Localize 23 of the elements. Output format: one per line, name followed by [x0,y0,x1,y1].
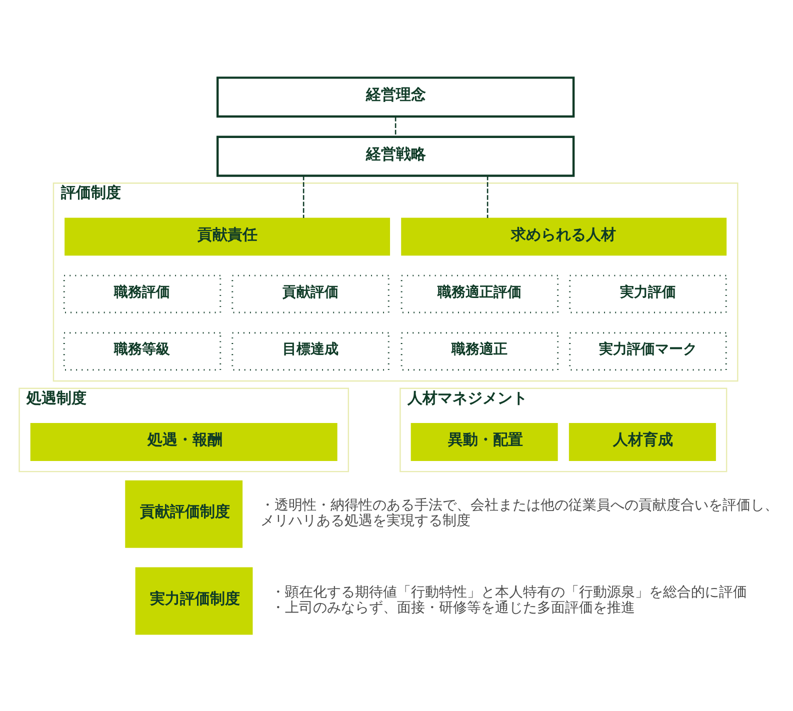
node-box: 貢献評価 [232,274,390,313]
node-box: 目標達成 [232,332,390,370]
connector [486,175,488,218]
node-box: 経営戦略 [216,135,575,176]
node-box: 処遇・報酬 [30,422,338,460]
node-label: ・透明性・納得性のある手法で、会社または他の従業員への貢献度合いを評価し、メリハリある処遇を実現する制度 [260,496,779,529]
node-label: ・上司のみならず、面接・研修等を通じた多面評価を推進 [271,600,636,616]
node-box: 職務適正 [400,332,559,370]
node-box: 貢献評価制度 [125,480,243,548]
node-box: 実力評価マーク [569,332,727,370]
node-box: 求められる人材 [401,217,727,256]
node-box: 実力評価制度 [135,566,253,634]
node-label: ・顕在化する期待値「行動特性」と本人特有の「行動源泉」を総合的に評価 [271,584,748,600]
node-box: 経営理念 [216,76,575,118]
node-box: 人材育成 [568,422,716,460]
connector [302,175,304,218]
node-box: 異動・配置 [410,422,558,460]
node-box: 職務評価 [63,274,222,313]
node-box: 貢献責任 [64,217,390,256]
connector [394,116,396,136]
node-box: 実力評価 [569,274,727,313]
node-box: 職務適正評価 [400,274,559,313]
node-box: 職務等級 [63,332,222,370]
